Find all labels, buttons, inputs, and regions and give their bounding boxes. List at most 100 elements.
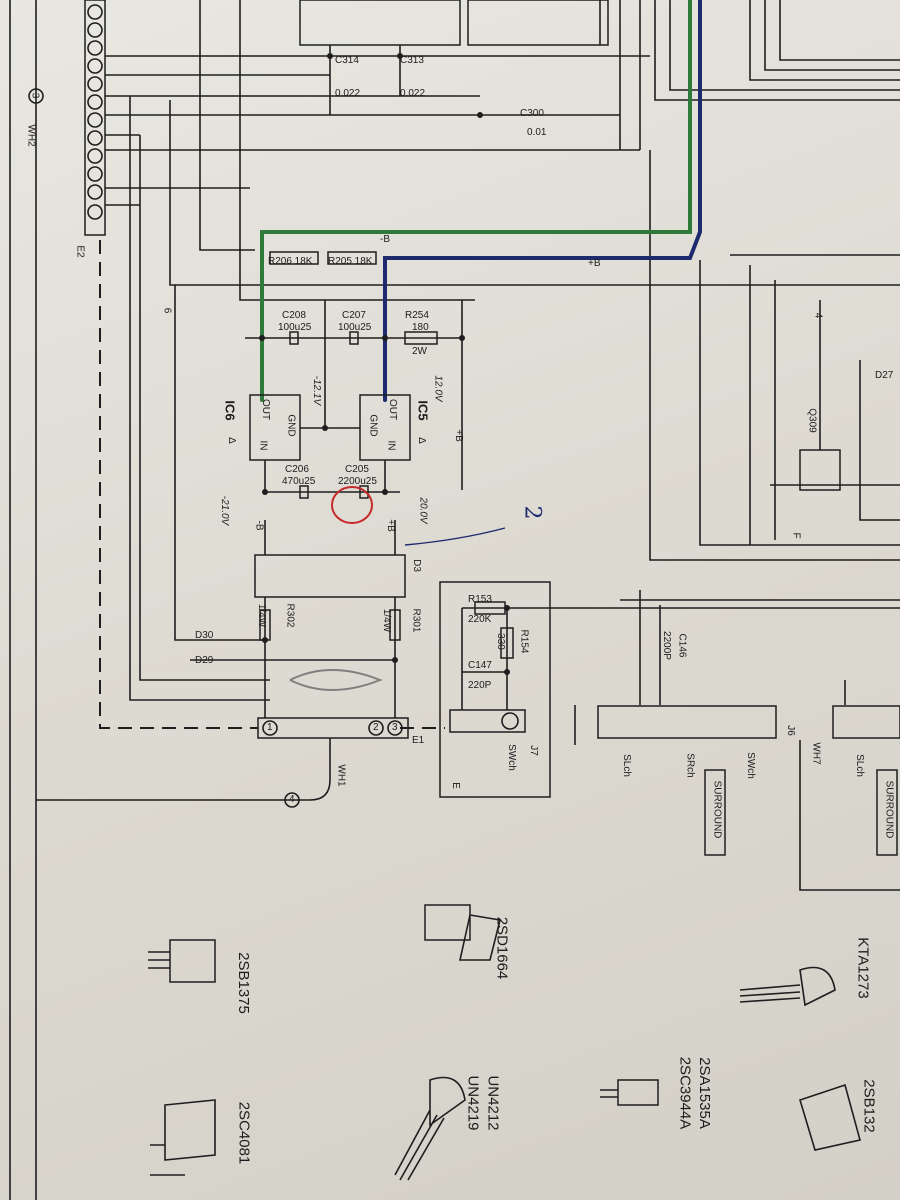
e2-label: E2 [74,245,86,258]
e1-label: E1 [412,735,425,746]
wh1-label: WH1 [335,764,347,787]
pos-b-right-label: +B [384,519,396,532]
wh2-label: WH2 [25,124,37,147]
junction-dots [259,53,510,675]
part-2sb132: 2SB132 [860,1079,878,1133]
part-2sc4081: 2SC4081 [235,1101,253,1165]
j7-jack [501,712,519,730]
wh2-pin-circle [28,88,44,104]
j6-slch-label: SLch [620,754,632,777]
j7-label: J7 [527,745,539,756]
e1-pin-1: 1 [267,722,273,733]
ic6-in-pin: IN [257,440,269,451]
surround-label-right: SURROUND [883,780,895,839]
wh1-wire [36,738,331,801]
pkg-un4212 [394,1076,466,1181]
e1-pin-2: 2 [373,722,379,733]
c205-body [359,485,369,499]
ic6-out-voltage: -12.1V [311,375,323,406]
c207-label: C207 [342,310,366,321]
c300-value: 0.01 [527,127,547,138]
right-bus-bundle [619,0,900,891]
surround-box-right [876,769,898,856]
c314-label: C314 [335,55,359,66]
wh2-pin-label: 3 [29,92,41,99]
c300-label: C300 [520,108,544,119]
module-2 [299,0,461,46]
pos-b-rail-label: +B [588,258,601,269]
d27-wire [859,360,900,521]
d29-label: D29 [195,655,214,666]
d3-bridge [254,554,406,598]
j6-label: J6 [784,725,796,736]
part-kta1273: KTA1273 [854,937,872,999]
ic6-label: IC6 [222,400,238,421]
e2-bus-wires [105,0,900,701]
d27-label: D27 [875,370,894,381]
d30-label: D30 [195,630,214,641]
j7-box [439,581,551,798]
e-mark-label: E [449,782,461,789]
part-un4212: UN4212 [484,1075,502,1131]
c313-value: 0.022 [400,88,426,99]
c314-value: 0.022 [335,88,361,99]
pkg-2sb132 [799,1083,861,1151]
c147-label: C147 [468,660,492,671]
ic5-out-voltage: 12.0V [432,375,444,402]
c313-label: C313 [400,55,424,66]
pkg-kta1273 [739,966,836,1007]
neg-b-rail-label: -B [380,234,390,245]
ic5-in-voltage: 20.0V [417,497,429,524]
c208-label: C208 [282,310,306,321]
r254-watt: 2W [412,346,427,357]
r205-label: R205 18K [328,256,373,267]
j7-connector [449,709,526,733]
d30-wire [174,285,265,641]
wh1-pin-label: 4 [289,794,295,805]
r301-body [389,609,401,641]
ic6-in-voltage: -21.0V [219,495,231,526]
f-mark-label: F [790,532,802,539]
wh7-label: WH7 [810,742,822,765]
r206-body [269,251,319,265]
c206-value: 470u25 [282,476,316,487]
c205-label: C205 [345,464,369,475]
r301-label: R301 [410,608,422,633]
c205-value: 2200u25 [338,476,377,487]
ic5-gnd-pin: GND [367,414,379,437]
ic5-out-pin: OUT [387,398,399,421]
c208-body [289,331,299,345]
j7-swch-label: SWch [505,744,517,771]
pkg-2sb1375 [148,939,216,983]
e2-connector [84,0,106,236]
part-2sc3944a: 2SC3944A [676,1056,694,1130]
handwritten-annotation: 2 [519,505,545,520]
j6-srch-label: SRch [684,753,696,778]
wh1-pin-circle [284,792,300,808]
c206-body [299,485,309,499]
module-d1 [467,0,609,46]
c207-value: 100u25 [338,322,372,333]
c207-body [349,331,359,345]
e2-pin-circles [87,4,103,220]
surround-box-left [704,769,726,856]
r154-body [500,627,514,659]
neg-b-left-label: -B [253,520,265,531]
pencil-scribble [289,669,383,691]
c206-label: C206 [285,464,309,475]
d3-label: D3 [410,559,422,572]
j6-swch-label: SWch [744,752,756,779]
green-highlight-wire [260,0,692,402]
part-2sb1375: 2SB1375 [234,952,252,1014]
pkg-2sc4081 [150,1099,216,1176]
j6-connector [597,705,777,739]
wh7-slch-label: SLch [853,754,865,777]
r302-label: R302 [284,603,296,628]
r254-body [404,331,438,345]
part-2sa1535a: 2SA1535A [695,1057,713,1129]
wh7-connector [832,705,900,739]
pkg-2sd1664 [424,904,501,961]
r153-label: R153 [468,594,492,605]
